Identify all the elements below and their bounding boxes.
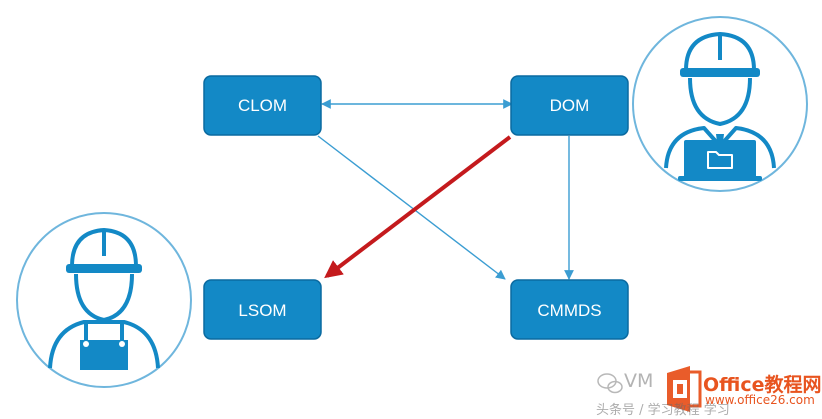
cmmds-node: CMMDS: [510, 279, 629, 340]
clom-cmmds-connector: [317, 135, 506, 280]
folder-icon: [707, 151, 733, 169]
lsom-label: LSOM: [238, 301, 286, 320]
watermark-left-text: VM: [624, 370, 654, 392]
watermark-site: www.office26.com: [705, 393, 815, 407]
clom-label: CLOM: [238, 96, 287, 115]
worker-avatar-icon: [632, 16, 808, 192]
dom-node: DOM: [510, 75, 629, 136]
worker-avatar-icon: [16, 212, 192, 388]
clom-node: CLOM: [203, 75, 322, 136]
office-logo-icon: [667, 366, 702, 412]
watermark-footer: 头条号 / 学习教程 学习: [596, 403, 730, 418]
cmmds-label: CMMDS: [537, 301, 601, 320]
dom-label: DOM: [550, 96, 590, 115]
lsom-node: LSOM: [203, 279, 322, 340]
wechat-icon: [597, 373, 623, 394]
dom-lsom-highlight-arrow: [324, 135, 512, 279]
watermark-brand: Office教程网: [703, 374, 822, 396]
